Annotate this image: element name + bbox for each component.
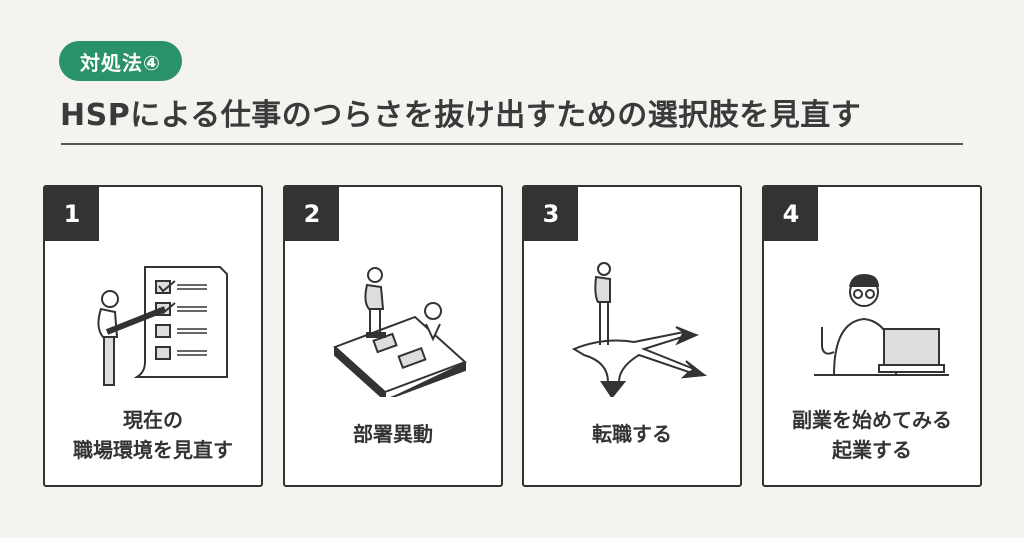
option-card-2: 2 部署異動 (283, 185, 503, 487)
card-label-line: 起業する (832, 438, 912, 462)
card-number: 1 (45, 187, 99, 241)
card-label-line: 副業を始めてみる (792, 408, 952, 432)
option-card-3: 3 転職する (522, 185, 742, 487)
laptop-illustration (814, 273, 949, 376)
option-card-1: 1 現在の 職場環境を見直す (43, 185, 263, 487)
card-number: 2 (285, 187, 339, 241)
card-label-line: 職場環境を見直す (73, 438, 233, 462)
card-label-line: 現在の (123, 408, 183, 432)
card-label: 転職する (592, 422, 672, 446)
card-number: 4 (764, 187, 818, 241)
card-label: 部署異動 (353, 422, 433, 446)
checklist-illustration (97, 266, 228, 386)
option-card-4: 4 副業を始めてみる 起業する (762, 185, 982, 487)
map-illustration (333, 267, 467, 397)
title-divider (61, 143, 963, 145)
card-label: 副業を始めてみる 起業する (764, 405, 980, 465)
card-number: 3 (524, 187, 578, 241)
card-label: 現在の 職場環境を見直す (45, 405, 261, 465)
crossroads-illustration (571, 262, 708, 397)
section-badge: 対処法④ (59, 41, 182, 81)
page-title: HSPによる仕事のつらさを抜け出すための選択肢を見直す (60, 98, 862, 133)
